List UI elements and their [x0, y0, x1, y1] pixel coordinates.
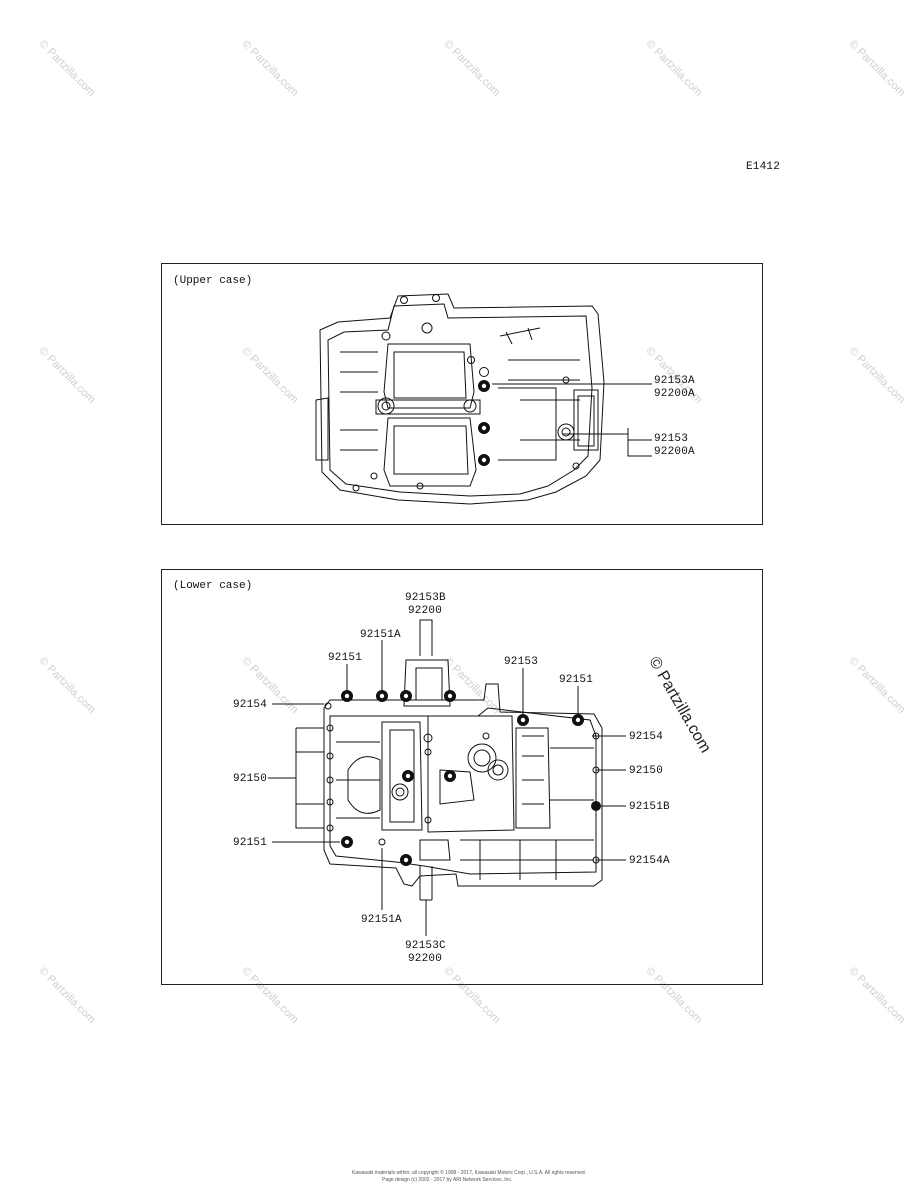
upper-crankcase-drawing [315, 293, 652, 505]
part-label: 92150 [233, 773, 268, 785]
part-label: 92153 [654, 433, 689, 445]
lower-case-caption: (Lower case) [173, 580, 253, 592]
part-label: 92153 [504, 656, 539, 668]
part-label: 92151B [629, 801, 670, 813]
part-label: 92153B [405, 592, 446, 604]
lower-crankcase-drawing [268, 619, 626, 936]
part-label: 92154 [233, 699, 268, 711]
figure-code: E1412 [746, 161, 781, 173]
part-label: 92151 [233, 837, 268, 849]
part-label: 92153C [405, 940, 446, 952]
copyright-line: Kawasaki materials within: all copyright… [352, 1170, 587, 1176]
part-label: 92153A [654, 375, 695, 387]
part-label: 92151A [361, 914, 402, 926]
part-label: 92200A [654, 388, 695, 400]
copyright-line: Page design (c) 2002 - 2017 by ARI Netwo… [382, 1177, 513, 1183]
part-label: 92151 [559, 674, 594, 686]
part-label: 92154A [629, 855, 670, 867]
part-label: 92200 [408, 605, 443, 617]
part-label: 92150 [629, 765, 664, 777]
part-label: 92154 [629, 731, 664, 743]
part-label: 92151 [328, 652, 363, 664]
part-label: 92200A [654, 446, 695, 458]
part-label: 92151A [360, 629, 401, 641]
upper-case-caption: (Upper case) [173, 275, 253, 287]
upper-case-panel [161, 263, 763, 525]
part-label: 92200 [408, 953, 443, 965]
lower-case-panel [161, 569, 763, 985]
